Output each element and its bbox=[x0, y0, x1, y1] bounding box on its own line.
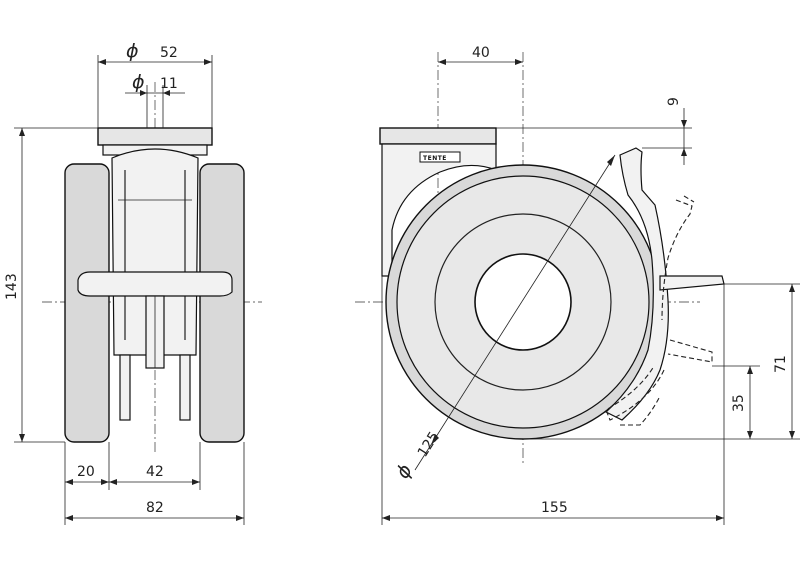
overall-height-label: 143 bbox=[4, 273, 20, 300]
side-brake-lever bbox=[604, 147, 669, 421]
bolt-diameter-label: 11 bbox=[160, 76, 178, 92]
side-wheel-hub bbox=[474, 253, 572, 351]
side-brake-alt-lower bbox=[605, 365, 665, 421]
front-brake-pedal bbox=[77, 271, 233, 297]
front-view: ϕ 52 ϕ 11 143 20 42 82 bbox=[4, 40, 262, 525]
brake-height-low-label: 35 bbox=[731, 394, 747, 412]
front-fork-ribs bbox=[124, 170, 186, 340]
front-left-wheel bbox=[64, 163, 110, 443]
offset-label: 40 bbox=[472, 45, 490, 61]
wheel-width-label: 20 bbox=[77, 464, 95, 480]
plate-diameter-symbol: ϕ bbox=[126, 40, 139, 62]
side-brake-alt-upper bbox=[661, 199, 693, 321]
side-wheel-hub-ring bbox=[434, 213, 612, 391]
side-top-plate bbox=[379, 127, 497, 145]
side-view: TENTE ϕ 125 40 9 bbox=[355, 45, 800, 525]
plate-diameter-label: 52 bbox=[160, 45, 178, 61]
plate-thickness-label: 9 bbox=[666, 97, 682, 106]
inner-track-label: 42 bbox=[146, 464, 164, 480]
front-fork-body bbox=[111, 148, 199, 356]
side-brake-pedal bbox=[659, 275, 725, 291]
front-right-wheel bbox=[199, 163, 245, 443]
brand-logo-badge bbox=[419, 151, 461, 163]
side-fork-housing bbox=[381, 143, 497, 277]
overall-width-label: 82 bbox=[146, 500, 164, 516]
front-top-plate bbox=[97, 127, 213, 146]
wheel-diameter-symbol: ϕ bbox=[392, 460, 417, 482]
bolt-diameter-symbol: ϕ bbox=[132, 71, 145, 93]
dim-line-wheel-diameter bbox=[414, 154, 616, 471]
brake-height-high-label: 71 bbox=[773, 355, 789, 373]
brand-logo-text: TENTE bbox=[423, 155, 447, 162]
overall-length-label: 155 bbox=[541, 500, 568, 516]
side-brake-alt-middle bbox=[667, 339, 713, 363]
